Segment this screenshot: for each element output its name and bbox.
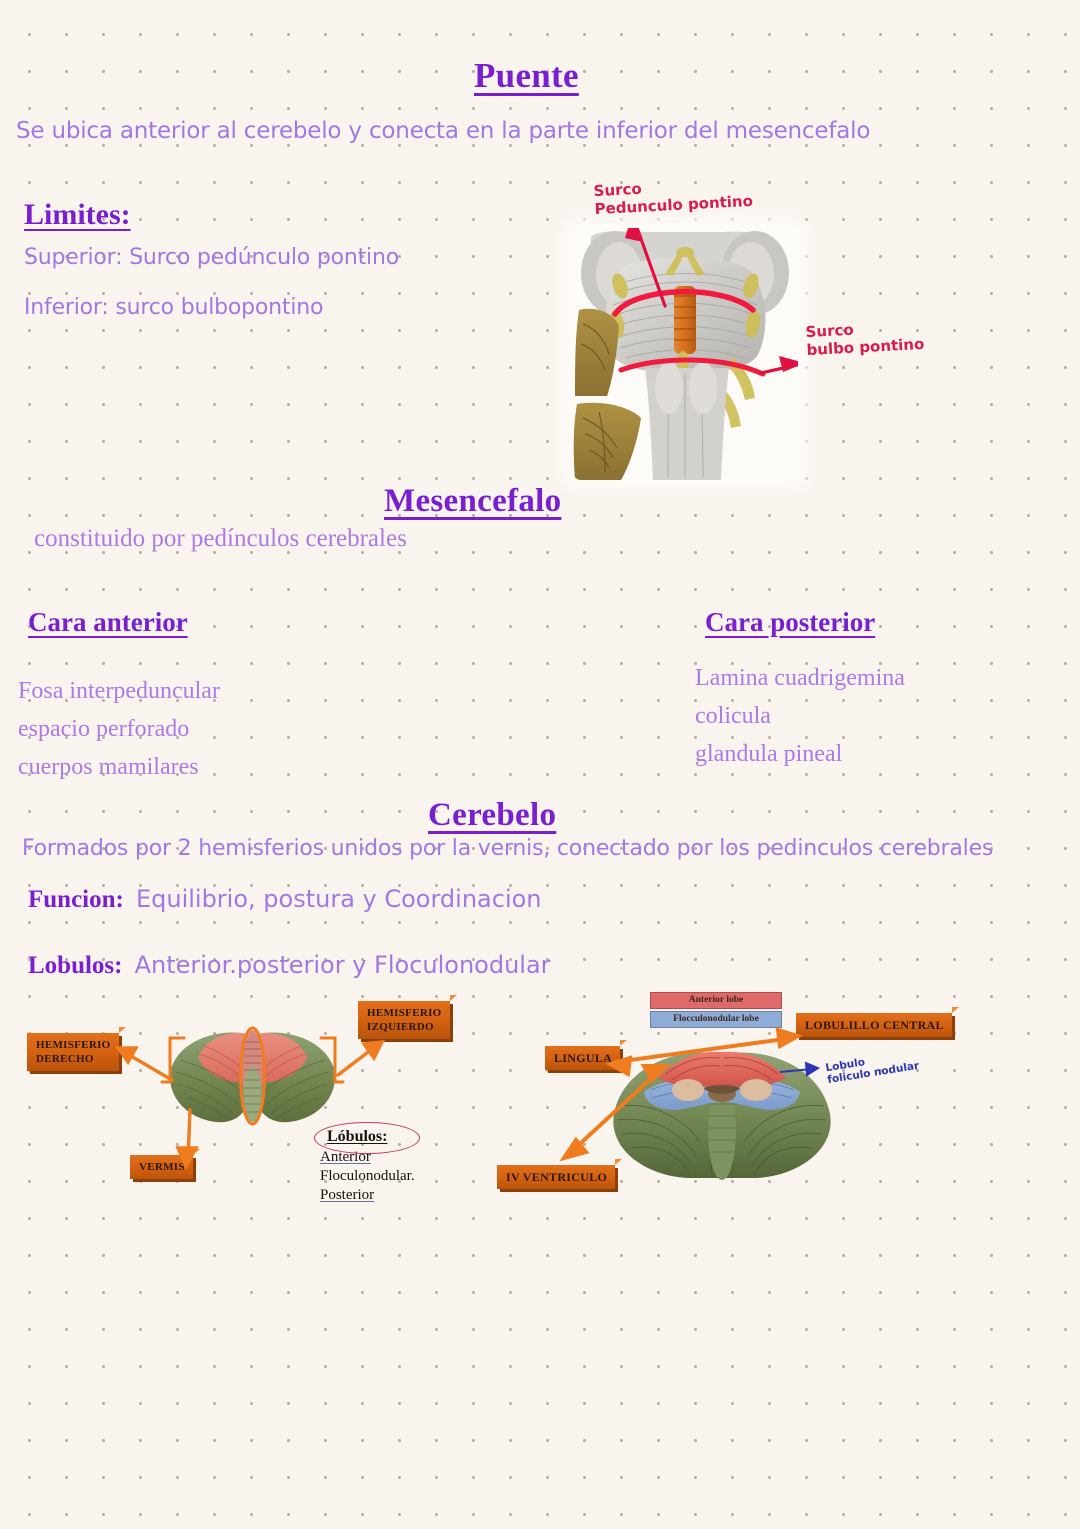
legend-anterior-lobe: Anterior lobe — [650, 992, 782, 1009]
section-title-mesencefalo: Mesencefalo — [384, 483, 562, 519]
label-hemisferio-derecho: HEMISFERIO DERECHO — [27, 1027, 125, 1071]
cara-posterior-item-1: colicula — [695, 703, 771, 729]
lobulos-note: Lóbulos: Anterior Floculonodular. Poster… — [314, 1122, 470, 1205]
lobulos-value: Anterior.posterior y Floculonodular — [134, 951, 551, 979]
label-line-1: HEMISFERIO — [36, 1039, 111, 1051]
lobulos-note-title: Lóbulos: — [314, 1122, 420, 1154]
label-iv-ventriculo: IV VENTRICULO — [497, 1159, 623, 1189]
cara-posterior-title: Cara posterior — [705, 607, 876, 637]
cerebelo-description: Formados por 2 hemisferios unidos por la… — [22, 836, 994, 861]
cara-posterior-item-0: Lamina cuadrigemina — [695, 665, 905, 691]
lobulos-note-item-2: Posterior — [320, 1187, 375, 1203]
cerebellum-inferior-figure — [600, 1030, 845, 1180]
legend-flocculonodular-lobe: Flocculonodular lobe — [650, 1011, 782, 1028]
cerebellum-superior-illustration — [160, 1026, 345, 1126]
label-hemisferio-izquierdo: HEMISFERIO IZQUIERDO — [358, 995, 456, 1039]
lobulos-note-item-1: Floculonodular. — [320, 1168, 415, 1184]
puente-description: Se ubica anterior al cerebelo y conecta … — [16, 118, 871, 144]
cara-posterior-item-2: glandula pineal — [695, 741, 843, 767]
annotation-surco-peduculo-pontino: Surco Pedunculo pontino — [593, 174, 753, 218]
brainstem-figure — [573, 228, 798, 480]
circle-highlight — [314, 1122, 420, 1154]
cerebellum-superior-figure — [160, 1020, 345, 1130]
brainstem-illustration — [573, 228, 798, 480]
cara-anterior-title: Cara anterior — [28, 607, 188, 637]
cara-anterior-item-0: Fosa interpeduncular — [18, 678, 220, 704]
limite-inferior: Inferior: surco bulbopontino — [24, 295, 324, 320]
mesencefalo-description: constituido por pedínculos cerebrales — [34, 525, 407, 552]
funcion-label: Funcion: — [28, 886, 124, 913]
label-line-1: HEMISFERIO — [367, 1007, 442, 1019]
limite-superior: Superior: Surco pedúnculo pontino — [24, 245, 399, 270]
label-line-2: IZQUIERDO — [367, 1021, 434, 1033]
cerebelo-funcion-row: Funcion: Equilibrio, postura y Coordinac… — [28, 885, 542, 914]
section-title-cerebelo: Cerebelo — [428, 797, 557, 833]
funcion-value: Equilibrio, postura y Coordinacion — [135, 885, 542, 913]
label-lingula: LINGULA — [545, 1040, 628, 1070]
cara-anterior-item-1: espacio perforado — [18, 716, 190, 742]
lobulos-label: Lobulos: — [28, 952, 123, 979]
label-vermis: VERMIS — [130, 1149, 200, 1179]
cerebellum-inferior-illustration — [613, 1051, 831, 1180]
limites-title: Limites: — [24, 198, 131, 231]
cara-anterior-item-2: cuerpos mamilares — [18, 754, 199, 780]
page-title-puente: Puente — [474, 56, 579, 95]
label-line-2: DERECHO — [36, 1053, 94, 1065]
annotation-surco-bulbopontino: Surco bulbo pontino — [805, 317, 925, 359]
label-lobulillo-central: LOBULILLO CENTRAL — [796, 1007, 959, 1037]
cerebelo-lobulos-row: Lobulos: Anterior.posterior y Floculonod… — [28, 951, 551, 980]
